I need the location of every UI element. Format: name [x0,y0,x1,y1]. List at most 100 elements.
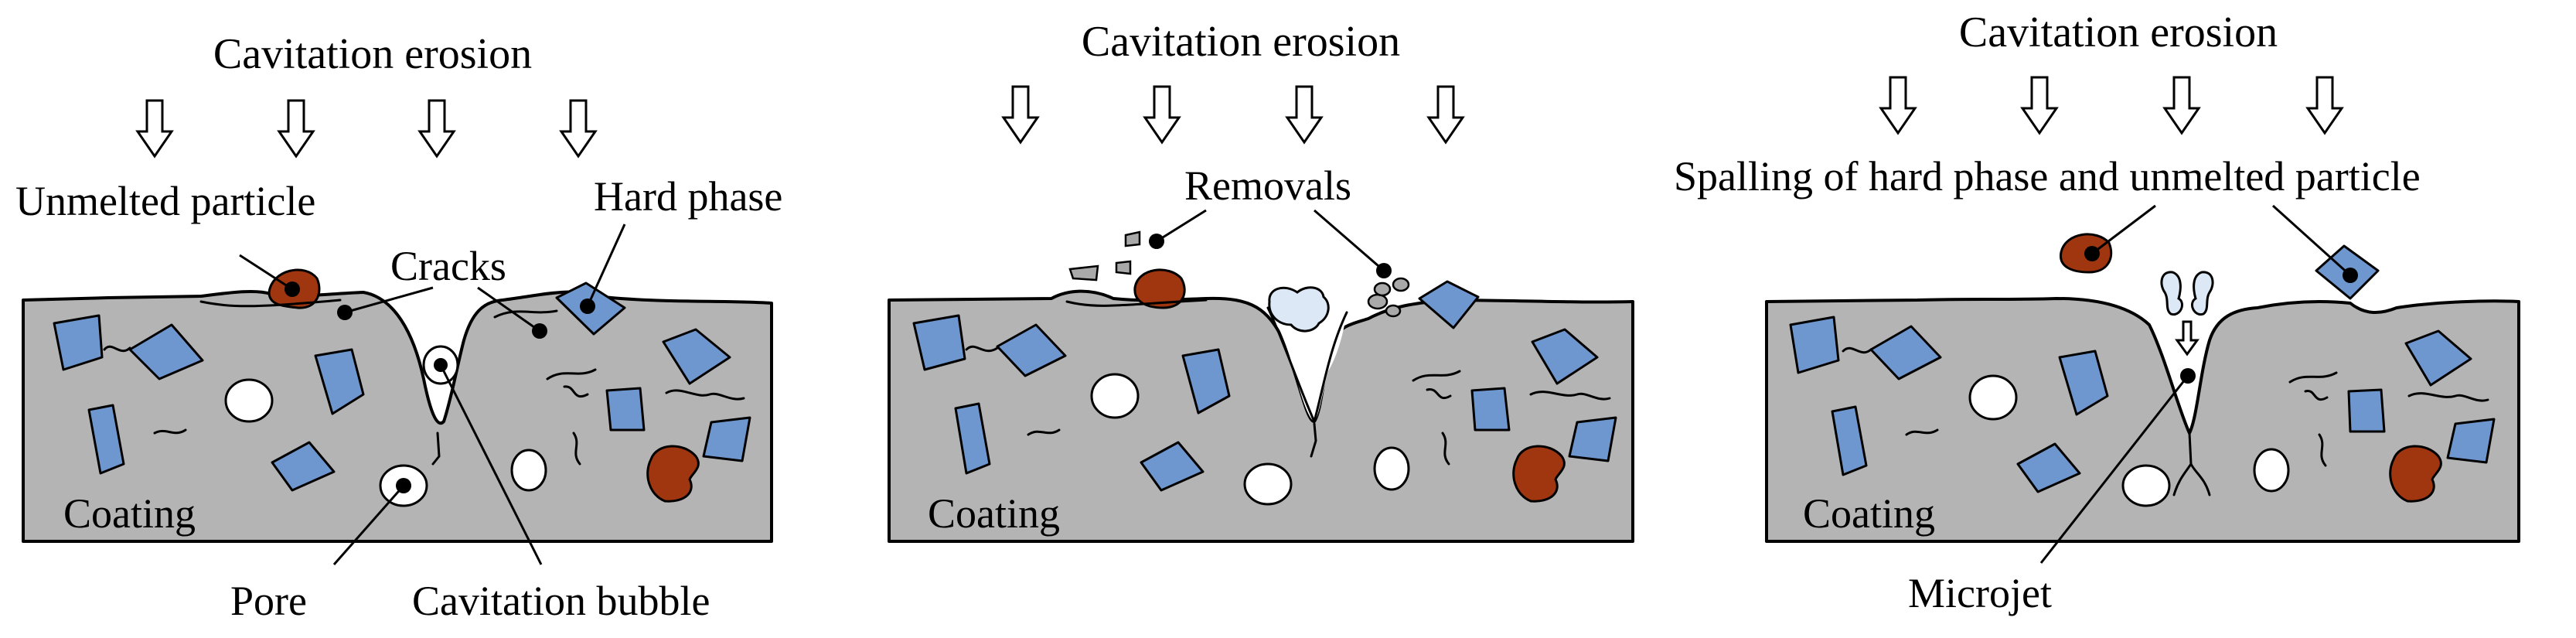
label-microjet: Microjet [1908,570,2052,616]
pore [2121,464,2171,507]
coating-label: Coating [63,490,196,537]
panel-2-title: Cavitation erosion [1082,18,1400,66]
label-removals: Removals [1184,162,1351,209]
leader-line [332,485,405,565]
hard-phase-particle [128,323,204,380]
pore [224,378,274,423]
panel-2: Cavitation erosion [888,18,1634,543]
coating-label: Coating [928,490,1060,537]
label-spalling: Spalling of hard phase and unmelted part… [1674,153,2421,200]
microjet-arrow-icon [2175,320,2199,357]
leader-line [586,223,626,307]
crack [1529,391,1611,401]
hard-phase-particle [1831,405,1868,476]
label-cavitation-bubble: Cavitation bubble [412,578,710,624]
panel-3-coating [1765,297,2520,543]
hard-phase-particle [2058,350,2109,416]
crack [1310,422,1317,458]
crack [2407,392,2489,402]
crack [153,428,187,435]
collapsing-bubble [2191,271,2214,316]
pore [510,449,547,492]
leader-line [1156,209,1207,243]
panel-3-arrows [1879,76,2343,135]
unmelted-particle [1512,445,1566,503]
crack [1441,432,1450,466]
pore [1090,373,1140,419]
crack [546,368,597,397]
hard-phase-particle [912,314,966,371]
leader-line [477,286,540,333]
down-arrow-icon [1879,76,1917,135]
leader-line [344,286,434,314]
crack [2172,432,2211,496]
crack [572,432,581,466]
removed-chip [1124,230,1141,247]
crack [1027,428,1061,436]
down-arrow-icon [278,99,315,158]
hard-phase-particle [87,404,125,475]
unmelted-particle [646,445,700,503]
hard-phase-particle [1789,316,1840,374]
leader-line [239,254,293,291]
down-arrow-icon [1286,85,1323,144]
leader-line [2091,204,2156,255]
leader-line [439,364,543,565]
panel-1-arrows [136,99,597,158]
leader-line [2271,204,2352,277]
hard-phase-particle [954,402,991,475]
crack [2288,371,2338,401]
crater-edge [1266,306,1348,425]
down-arrow-icon [136,99,173,158]
leader-line [1314,209,1385,272]
hard-phase-particle [1869,325,1942,380]
down-arrow-icon [2163,76,2200,135]
coating-label: Coating [1803,490,1935,537]
removed-chip [1068,264,1099,281]
panel-2-arrows [1002,85,1464,144]
removed-chip [1115,260,1132,275]
removed-chip [1385,304,1402,318]
down-arrow-icon [1143,85,1181,144]
removed-hard-phase-particle [1268,286,1330,333]
hard-phase-particle [1418,280,1480,329]
hard-phase-particle [2404,329,2472,387]
crack [431,432,441,466]
hard-phase-particle [2446,418,2496,464]
down-arrow-icon [2021,76,2058,135]
crack [965,345,999,353]
crack [1412,370,1461,399]
hard-phase-particle [1181,348,1231,415]
crack [1842,346,1872,354]
hard-phase-particle [1470,387,1511,432]
removal-cavity [1268,304,1347,421]
hard-phase-particle [53,314,104,371]
crack [199,299,342,308]
collapsing-bubble [2160,271,2183,316]
hard-phase-particle [1568,416,1617,462]
hard-phase-particle [662,328,731,385]
down-arrow-icon [560,99,597,158]
panel-1: Cavitation erosion [15,30,782,624]
pore [1373,446,1410,491]
unmelted-particle [2389,445,2442,503]
down-arrow-icon [1427,85,1464,144]
crack [1065,299,1208,307]
removed-chip [1373,281,1392,297]
label-cracks: Cracks [390,243,506,289]
crack [493,309,558,319]
hard-phase-particle [2016,442,2081,493]
crack [665,389,745,401]
panel-1-title: Cavitation erosion [213,30,532,78]
hard-phase-particle [2347,388,2386,433]
removed-chip [1367,293,1389,310]
leader-line [2039,375,2189,564]
down-arrow-icon [418,99,455,158]
hard-phase-particle [1531,328,1599,385]
down-arrow-icon [2306,76,2343,135]
pore [1968,374,2018,421]
label-hard-phase: Hard phase [594,173,782,220]
label-unmelted-particle: Unmelted particle [15,178,315,224]
